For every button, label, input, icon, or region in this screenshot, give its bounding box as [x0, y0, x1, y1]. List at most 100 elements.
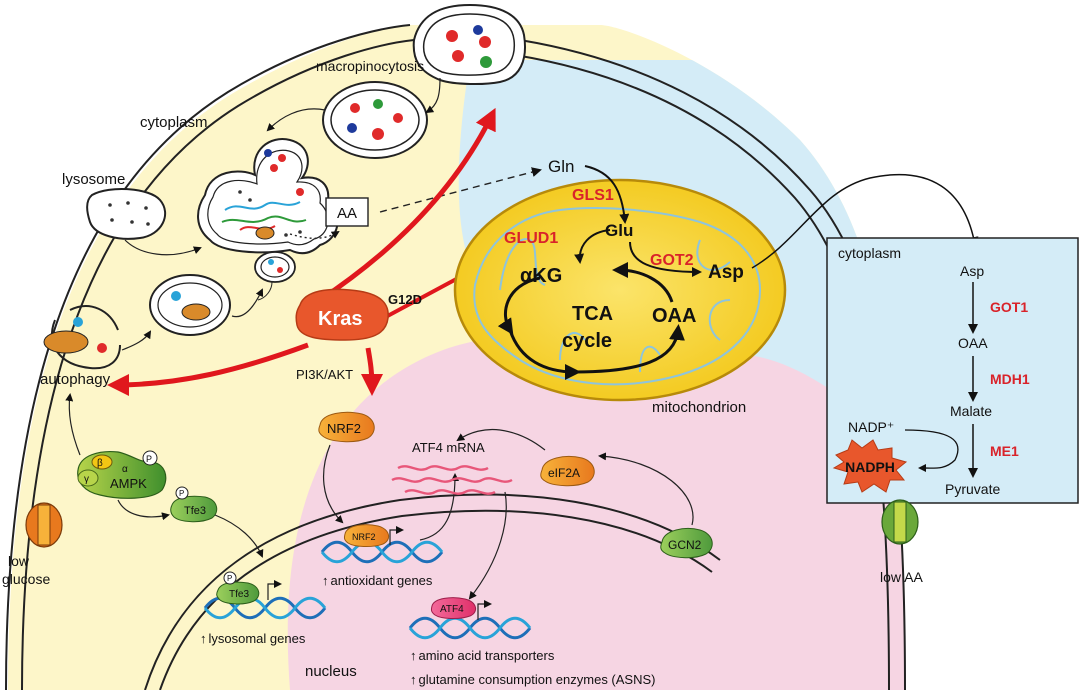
ampk-label: AMPK [110, 476, 147, 491]
ampk-gamma: γ [84, 474, 89, 485]
glutamine-enz-text: ↑glutamine consumption enzymes (ASNS) [410, 672, 656, 687]
low-glucose-2: glucose [2, 571, 50, 587]
ampk-complex [77, 450, 167, 499]
cell-membrane-outer [5, 24, 411, 690]
arrow-gln-glu [584, 165, 630, 224]
panel-oaa: OAA [958, 335, 988, 351]
aa-transporters-label: amino acid transporters [419, 648, 555, 663]
cytoplasm-label: cytoplasm [140, 114, 208, 131]
tca-arrow-top [612, 262, 674, 303]
ampk-beta: β [97, 458, 103, 469]
arrow-gcn2-eif2a [598, 452, 694, 526]
kras-to-nrf2-arrow [360, 347, 383, 396]
tss-lysosomal [267, 580, 282, 600]
kras-to-autophagy-arrow [107, 342, 309, 396]
dna-aa [408, 616, 532, 640]
nuclear-envelope-inner [159, 509, 713, 690]
arrow-ampk-tfe3 [117, 499, 170, 521]
arrow-phagophore [121, 330, 152, 351]
arrow-eif2a-mrna [456, 428, 501, 442]
asp-export-arrow [751, 173, 979, 269]
gcn2-label: GCN2 [668, 538, 702, 552]
cell-background [8, 25, 905, 690]
lysosomal-genes-label: lysosomal genes [209, 631, 306, 646]
aa-transporters-text: ↑amino acid transporters [410, 648, 555, 663]
nuclear-envelope-outer [144, 493, 721, 690]
phagophore [43, 305, 121, 370]
transporter-low-aa [881, 499, 919, 545]
arrow-macropino-in [425, 77, 441, 114]
oaa-mito-label: OAA [652, 305, 696, 327]
aa-box [325, 197, 369, 227]
macropinosome [322, 81, 428, 159]
arrow-ampk-autophagy [65, 393, 81, 456]
nucleus-label: nucleus [305, 663, 357, 680]
lysosome-small [86, 188, 167, 240]
arrow-autophago [231, 288, 264, 318]
arrow-lysosome-fuse [124, 239, 202, 256]
ampk-p: P [146, 454, 152, 464]
arrow-nrf2-nucleus [322, 444, 344, 524]
nrf2-bound-label: NRF2 [352, 532, 376, 542]
tss-aa [477, 600, 492, 620]
line-eif2a-mrna [499, 429, 546, 451]
tca-label-1: TCA [572, 303, 613, 325]
aa-dashed-arrow [379, 167, 542, 213]
tfe3-protein [170, 495, 218, 523]
panel-arrow-nadp-nadph [904, 429, 959, 473]
macropinocytosis-label: macropinocytosis [316, 58, 424, 74]
gls1-label: GLS1 [572, 187, 614, 204]
kras-protein [295, 288, 389, 341]
arrow-nrf2-atf4mrna [419, 473, 459, 541]
panel-nadp: NADP⁺ [848, 419, 894, 435]
low-glucose-1: low [8, 553, 30, 569]
g12d-label: G12D [388, 292, 422, 307]
aa-release-dotted [289, 230, 340, 239]
arrow-tfe3-nucleus [214, 514, 264, 558]
nadph-starburst [832, 439, 908, 493]
nrf2-label: NRF2 [327, 421, 361, 436]
eif2a-label: eIF2A [548, 466, 580, 480]
nrf2-bound [343, 524, 390, 547]
panel-got1: GOT1 [990, 299, 1028, 315]
panel-mdh1: MDH1 [990, 371, 1030, 387]
dna-antioxidant [320, 540, 444, 564]
atf4-mrna-label: ATF4 mRNA [412, 440, 485, 455]
tca-arrow-bottom [508, 329, 581, 380]
tfe3-label: Tfe3 [184, 505, 206, 517]
eif2a-protein [540, 456, 595, 487]
atf4-bound [430, 597, 477, 619]
glutamine-enz-label: glutamine consumption enzymes (ASNS) [419, 672, 656, 687]
panel-nadph: NADPH [845, 459, 895, 475]
antioxidant-genes-text: ↑antioxidant genes [322, 573, 433, 588]
arrow-glu-asp [629, 241, 702, 277]
arrow-autolysosome [257, 281, 273, 301]
tfe3-bound-p: P [227, 574, 232, 583]
panel-malate: Malate [950, 403, 992, 419]
low-aa-label: low AA [880, 569, 923, 585]
tca-arrow-left-top [497, 276, 541, 335]
tfe3-p: P [179, 489, 184, 498]
panel-pyruvate: Pyruvate [945, 481, 1000, 497]
tca-arrow-right [574, 324, 685, 374]
tfe3-bound-label: Tfe3 [229, 589, 249, 600]
mitochondrion-label: mitochondrion [652, 399, 746, 416]
tfe3-phospho [175, 486, 189, 500]
autolysosome-small [254, 251, 296, 283]
lysosome-complex [197, 138, 339, 255]
pi3k-label: PI3K/AKT [296, 367, 353, 382]
macropinocytosis-cup [412, 3, 526, 86]
tss-antioxidant [389, 526, 404, 545]
gln-label: Gln [548, 157, 574, 176]
ampk-alpha: α [122, 464, 128, 475]
lysosomal-genes-text: ↑lysosomal genes [200, 631, 306, 646]
glud1-label: GLUD1 [504, 230, 558, 247]
atf4-label: ATF4 [440, 604, 464, 615]
got2-label: GOT2 [650, 252, 694, 269]
protein-particles-top [446, 25, 492, 68]
kras-to-macropinocytosis-arrow [318, 107, 496, 303]
panel-me1: ME1 [990, 443, 1019, 459]
lysosome-label: lysosome [62, 171, 125, 188]
autophagy-label: autophagy [40, 371, 111, 388]
